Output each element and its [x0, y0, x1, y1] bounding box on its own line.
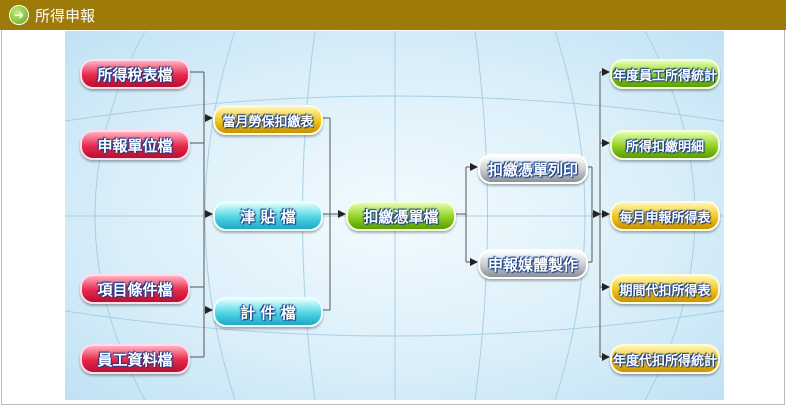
node-income-tax-file[interactable]: 所得稅表檔 [80, 59, 190, 89]
node-employee-data-file[interactable]: 員工資料檔 [80, 344, 190, 374]
content-frame [1, 30, 785, 405]
flow-diagram: 所得稅表檔 申報單位檔 項目條件檔 員工資料檔 當月勞保扣繳表 津 貼 檔 計 … [65, 31, 724, 400]
node-reporting-unit-file[interactable]: 申報單位檔 [80, 130, 190, 160]
node-annual-employee-income-stats[interactable]: 年度員工所得統計 [610, 59, 720, 89]
node-labor-insurance-withholding[interactable]: 當月勞保扣繳表 [213, 105, 323, 135]
page-header: ➜ 所得申報 [0, 0, 786, 30]
node-piecework-file[interactable]: 計 件 檔 [213, 297, 323, 327]
node-withholding-certificate-file[interactable]: 扣繳憑單檔 [346, 201, 456, 231]
node-item-condition-file[interactable]: 項目條件檔 [80, 274, 190, 304]
arrow-right-circle-icon: ➜ [9, 5, 29, 25]
node-media-production[interactable]: 申報媒體製作 [478, 249, 588, 279]
node-annual-withholding-stats[interactable]: 年度代扣所得統計 [610, 344, 720, 374]
page-title: 所得申報 [35, 6, 96, 25]
node-monthly-income-report[interactable]: 每月申報所得表 [610, 201, 720, 231]
node-print-certificates[interactable]: 扣繳憑單列印 [478, 154, 588, 184]
node-period-withholding-report[interactable]: 期間代扣所得表 [610, 274, 720, 304]
node-income-withholding-details[interactable]: 所得扣繳明細 [610, 130, 720, 160]
node-allowance-file[interactable]: 津 貼 檔 [213, 201, 323, 231]
